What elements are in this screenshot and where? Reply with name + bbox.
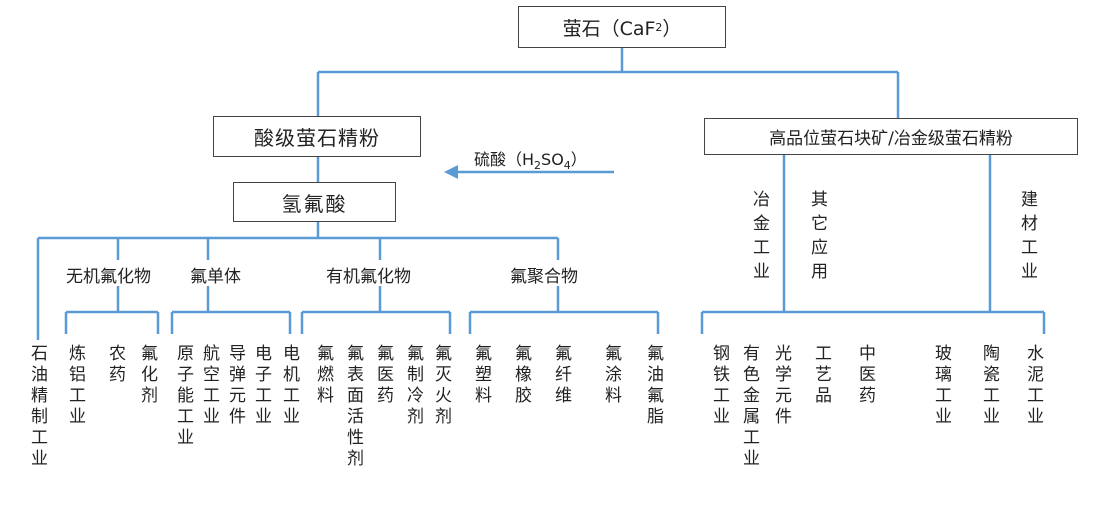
leaf-item: 农药 — [105, 344, 125, 386]
acid-grade-box: 酸级萤石精粉 — [213, 116, 421, 157]
group-fluorine: 氟单体 — [190, 267, 241, 287]
high-grade-box: 高品位萤石块矿/冶金级萤石精粉 — [704, 118, 1078, 155]
leaf-item: 氟表面活性剂 — [343, 344, 363, 470]
leaf-item: 钢铁工业 — [709, 344, 729, 428]
leaf-item: 氟灭火剂 — [431, 344, 451, 428]
leaf-item: 水泥工业 — [1023, 344, 1043, 428]
group-inorganic: 无机氟化物 — [66, 267, 151, 287]
leaf-item: 航空工业 — [199, 344, 219, 428]
leaf-item: 电机工业 — [279, 344, 299, 428]
leaf-item: 陶瓷工业 — [979, 344, 999, 428]
hydrofluoric-acid-box: 氢氟酸 — [233, 182, 396, 222]
leaf-item: 氟塑料 — [471, 344, 491, 407]
group-metallurgy: 冶金工业 — [749, 190, 769, 286]
leaf-item: 光学元件 — [771, 344, 791, 428]
leaf-item: 氟纤维 — [551, 344, 571, 407]
leaf-item: 石油精制工业 — [27, 344, 47, 470]
group-building: 建材工业 — [1017, 190, 1037, 286]
leaf-item: 氟油氟脂 — [643, 344, 663, 428]
group-other: 其它应用 — [807, 190, 827, 286]
leaf-item: 原子能工业 — [173, 344, 193, 449]
leaf-item: 炼铝工业 — [65, 344, 85, 428]
leaf-item: 氟橡胶 — [511, 344, 531, 407]
sulfuric-acid-label: 硫酸（H2SO4） — [474, 150, 587, 173]
leaf-item: 氟燃料 — [313, 344, 333, 407]
arrow-head — [444, 165, 458, 179]
group-organic: 有机氟化物 — [326, 267, 411, 287]
leaf-item: 氟化剂 — [137, 344, 157, 407]
leaf-item: 导弹元件 — [225, 344, 245, 428]
leaf-item: 工艺品 — [811, 344, 831, 407]
leaf-item: 氟涂料 — [601, 344, 621, 407]
leaf-item: 电子工业 — [251, 344, 271, 428]
leaf-item: 氟医药 — [373, 344, 393, 407]
group-polymer: 氟聚合物 — [510, 267, 578, 287]
leaf-item: 有色金属工业 — [739, 344, 759, 470]
leaf-item: 中医药 — [855, 344, 875, 407]
leaf-item: 玻璃工业 — [931, 344, 951, 428]
leaf-item: 氟制冷剂 — [403, 344, 423, 428]
